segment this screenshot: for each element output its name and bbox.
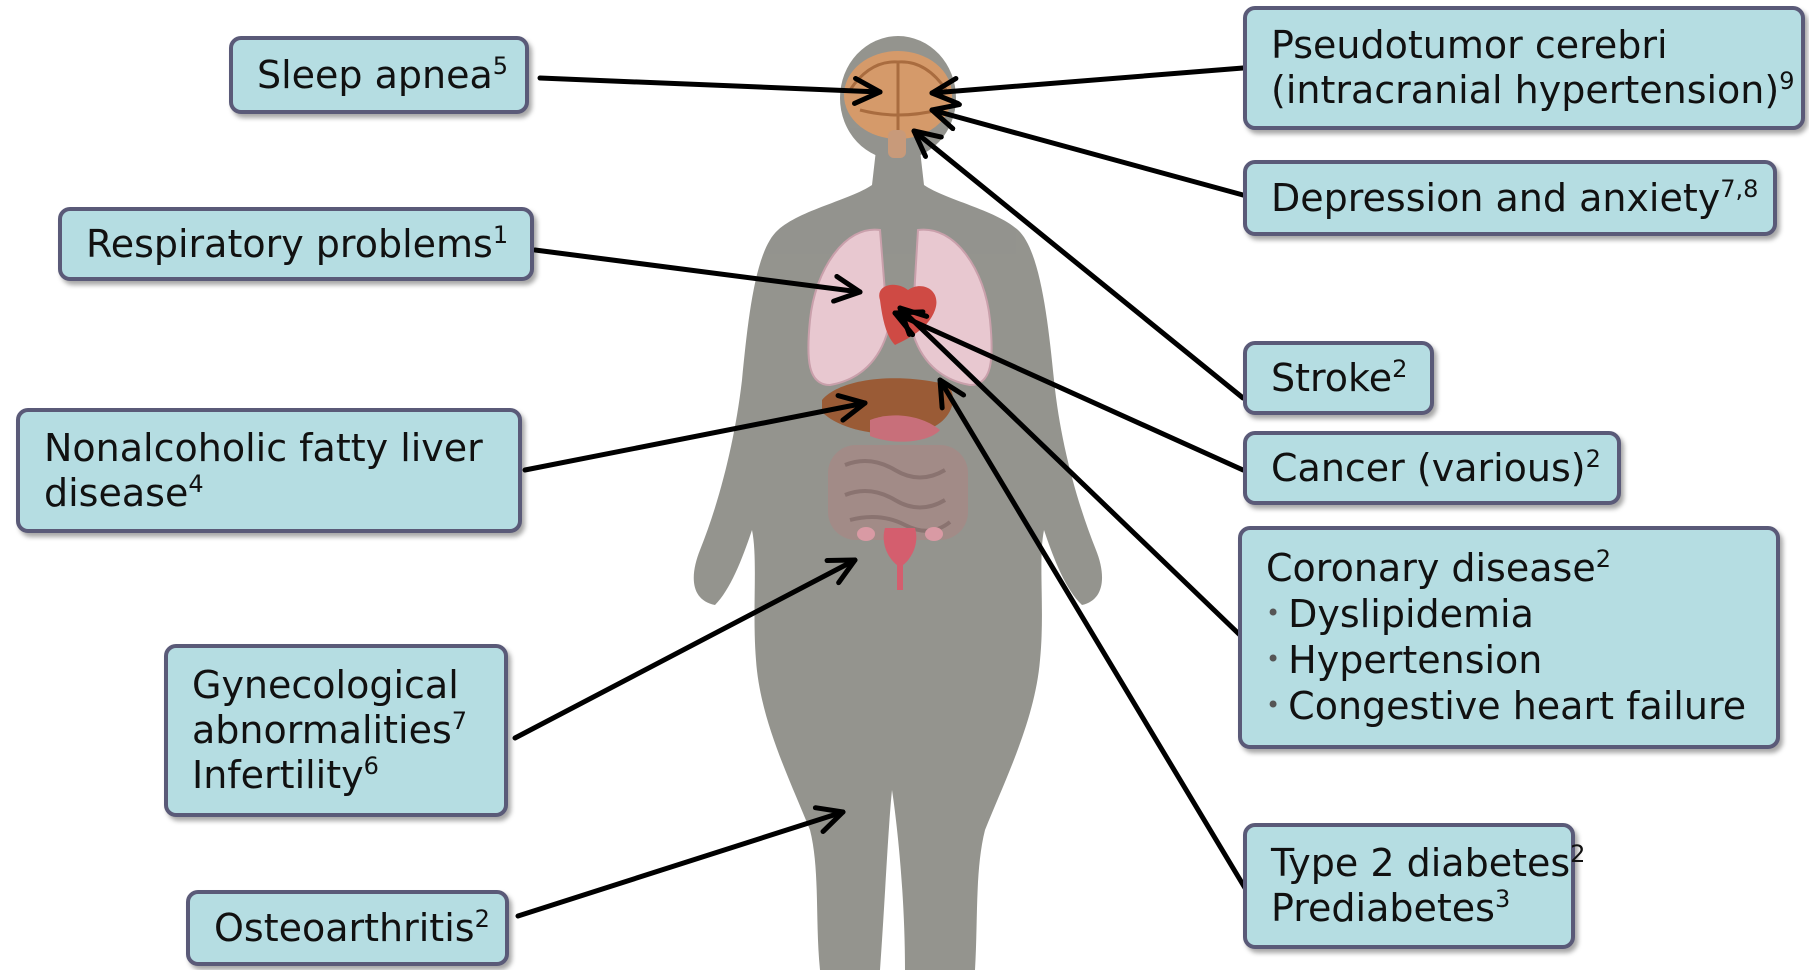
coronary-disease-label: Coronary disease2 — [1266, 546, 1752, 591]
coronary-bullet-hypertension: •Hypertension — [1266, 637, 1752, 683]
arrow-sleep-apnea — [540, 78, 880, 92]
stroke-box: Stroke2 — [1243, 341, 1434, 415]
arrow-osteoarthritis — [518, 812, 843, 916]
nafld-box: Nonalcoholic fatty liver disease4 — [16, 408, 522, 533]
gynecological-label-line2: abnormalities7 — [192, 708, 480, 753]
sleep-apnea-label: Sleep apnea5 — [257, 53, 501, 98]
coronary-disease-box: Coronary disease2 •Dyslipidemia •Hyperte… — [1238, 526, 1780, 749]
nafld-label-line2: disease4 — [44, 471, 494, 516]
pseudotumor-label-line2: (intracranial hypertension)9 — [1271, 68, 1777, 113]
nafld-label-line1: Nonalcoholic fatty liver — [44, 426, 494, 471]
osteoarthritis-box: Osteoarthritis2 — [186, 890, 509, 966]
coronary-bullet-dyslipidemia: •Dyslipidemia — [1266, 591, 1752, 637]
depression-box: Depression and anxiety7,8 — [1243, 160, 1777, 236]
diabetes-box: Type 2 diabetes2 Prediabetes3 — [1243, 823, 1575, 949]
stroke-label: Stroke2 — [1271, 356, 1406, 401]
organs-illustration — [808, 51, 991, 590]
type2-diabetes-label: Type 2 diabetes2 — [1271, 841, 1547, 886]
osteoarthritis-label: Osteoarthritis2 — [214, 906, 481, 951]
pseudotumor-label-line1: Pseudotumor cerebri — [1271, 23, 1777, 68]
intestines-icon — [828, 445, 968, 540]
gynecological-label-line1: Gynecological — [192, 663, 480, 708]
cancer-label: Cancer (various)2 — [1271, 446, 1593, 491]
infertility-label: Infertility6 — [192, 753, 480, 798]
respiratory-problems-box: Respiratory problems1 — [58, 207, 534, 281]
prediabetes-label: Prediabetes3 — [1271, 886, 1547, 931]
gynecological-box: Gynecological abnormalities7 Infertility… — [164, 644, 508, 817]
arrow-pseudotumor — [932, 68, 1243, 93]
pseudotumor-box: Pseudotumor cerebri (intracranial hypert… — [1243, 6, 1805, 130]
respiratory-problems-label: Respiratory problems1 — [86, 222, 506, 267]
cancer-box: Cancer (various)2 — [1243, 431, 1621, 505]
coronary-bullet-chf: •Congestive heart failure — [1266, 683, 1752, 729]
depression-label: Depression and anxiety7,8 — [1271, 176, 1749, 221]
sleep-apnea-box: Sleep apnea5 — [229, 36, 529, 114]
